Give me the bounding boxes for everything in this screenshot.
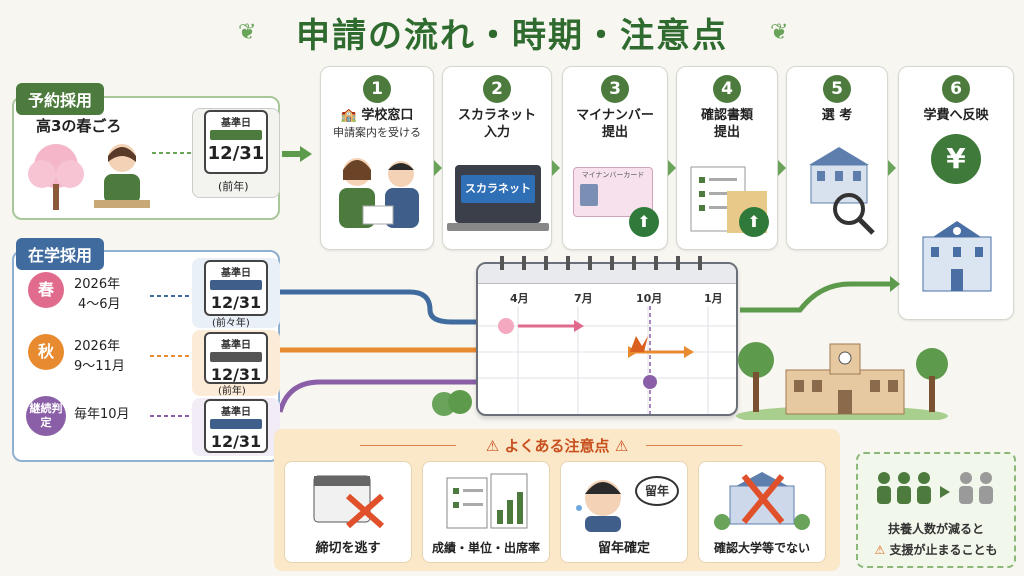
warning-card-grades: 成績・単位・出席率 bbox=[422, 461, 550, 563]
warning-card-deadline: 締切を逃す bbox=[284, 461, 412, 563]
step-4-number: 4 bbox=[713, 75, 741, 103]
leaf-icon: ❦ bbox=[238, 20, 257, 45]
enrolled-label: 在学採用 bbox=[16, 238, 105, 270]
step-1-card: 1 🏫 学校窓口 申請案内を受ける bbox=[320, 66, 434, 250]
reservation-period: 高3の春ごろ bbox=[36, 117, 122, 135]
laptop-icon: スカラネット bbox=[455, 165, 541, 223]
campus-scenery bbox=[736, 342, 948, 420]
step-arrow bbox=[552, 160, 560, 176]
step-3-title-2: 提出 bbox=[601, 125, 628, 140]
documents-icon bbox=[690, 166, 767, 233]
warning-card-university: 確認大学等でない bbox=[698, 461, 826, 563]
month-7: 7月 bbox=[574, 292, 593, 305]
step-arrow bbox=[778, 160, 786, 176]
spring-calendar: 基準日 12/31 bbox=[204, 260, 268, 316]
screening-icon bbox=[809, 147, 875, 235]
dependents-decrease-icon bbox=[877, 472, 993, 504]
step-3-number: 3 bbox=[601, 75, 629, 103]
warnings-panel: ⚠ よくある注意点 ⚠ 締切を逃す 成績・単位・出席率 留年 留年確定 bbox=[274, 429, 840, 571]
cherry-tree-icon bbox=[28, 144, 84, 210]
flow-arrow-shaft bbox=[282, 151, 302, 157]
step-2-number: 2 bbox=[483, 75, 511, 103]
step-3-card: 3 マイナンバー 提出 マイナンバーカード ⬆ bbox=[562, 66, 668, 250]
yen-icon: ¥ bbox=[931, 134, 981, 184]
repeat-bubble: 留年 bbox=[635, 476, 679, 506]
step-arrow bbox=[668, 160, 676, 176]
month-4: 4月 bbox=[510, 292, 529, 305]
reservation-calendar-sub: (前年) bbox=[218, 180, 249, 193]
bush-icon bbox=[432, 390, 472, 416]
step-4-card: 4 確認書類 提出 ⬆ bbox=[676, 66, 778, 250]
step-4-title: 確認書類 bbox=[700, 108, 753, 123]
dependents-note: 扶養人数が減ると ⚠ 支援が止まることも bbox=[856, 452, 1016, 568]
not-eligible-university-icon bbox=[714, 472, 810, 530]
spring-months: 4〜6月 bbox=[78, 297, 121, 312]
school-icon: 🏫 bbox=[340, 108, 357, 123]
warning-icon: ⚠ bbox=[614, 437, 629, 455]
spring-calendar-sub: (前々年) bbox=[212, 318, 250, 329]
month-10: 10月 bbox=[636, 292, 663, 305]
season-badge-autumn: 秋 bbox=[28, 334, 64, 370]
autumn-calendar-sub: (前年) bbox=[218, 386, 246, 397]
timeline-calendar: 4月 7月 10月 1月 bbox=[476, 262, 738, 416]
laptop-screen: スカラネット bbox=[461, 175, 535, 203]
grade-report-icon bbox=[446, 473, 528, 529]
connector-line bbox=[152, 152, 192, 154]
reservation-label: 予約採用 bbox=[16, 83, 105, 115]
note-line-2: ⚠ 支援が止まることも bbox=[874, 543, 998, 557]
step-6-title: 学費へ反映 bbox=[923, 108, 989, 123]
continuation-month: 毎年10月 bbox=[74, 407, 130, 422]
season-badge-spring: 春 bbox=[28, 272, 64, 308]
laptop-base bbox=[447, 223, 549, 231]
university-building-icon bbox=[922, 221, 992, 292]
step-4-title-2: 提出 bbox=[713, 125, 740, 140]
flow-arrow bbox=[300, 146, 312, 162]
month-1: 1月 bbox=[704, 292, 723, 305]
step-arrow bbox=[434, 160, 442, 176]
spring-year: 2026年 bbox=[74, 277, 121, 292]
autumn-calendar: 基準日 12/31 bbox=[204, 332, 268, 384]
continuation-calendar: 基準日 12/31 bbox=[204, 399, 268, 453]
calendar-rings bbox=[500, 256, 720, 270]
warning-icon: ⚠ bbox=[874, 543, 886, 557]
step-6-card: 6 学費へ反映 ¥ bbox=[898, 66, 1014, 320]
upload-icon: ⬆ bbox=[629, 207, 659, 237]
autumn-months: 9〜11月 bbox=[74, 359, 125, 374]
step-5-title: 選 考 bbox=[821, 108, 853, 123]
flow-paths bbox=[280, 276, 900, 413]
missed-deadline-icon bbox=[313, 475, 384, 529]
warning-card-repeat: 留年 留年確定 bbox=[560, 461, 688, 563]
note-line-1: 扶養人数が減ると bbox=[887, 522, 984, 536]
warnings-title-rule bbox=[360, 445, 456, 446]
step-5-number: 5 bbox=[823, 75, 851, 103]
step-1-title: 🏫 学校窓口 bbox=[340, 108, 414, 123]
page-title: 申請の流れ・時期・注意点 bbox=[296, 16, 728, 56]
warnings-title: ⚠ よくある注意点 ⚠ bbox=[485, 437, 629, 455]
step-arrow bbox=[888, 160, 896, 176]
step-2-card: 2 スカラネット 入力 スカラネット bbox=[442, 66, 552, 250]
step-1-number: 1 bbox=[363, 75, 391, 103]
step-2-title-2: 入力 bbox=[483, 125, 510, 140]
autumn-year: 2026年 bbox=[74, 339, 121, 354]
step-3-title: マイナンバー bbox=[576, 108, 654, 123]
step-2-title: スカラネット bbox=[457, 108, 536, 123]
step-6-number: 6 bbox=[942, 75, 970, 103]
enrolled-connector-lines bbox=[150, 295, 194, 417]
step-1-sub: 申請案内を受ける bbox=[333, 126, 421, 139]
reservation-calendar: 基準日 12/31 bbox=[204, 110, 268, 174]
season-badge-continuation: 継続判定 bbox=[26, 396, 66, 436]
step-5-card: 5 選 考 bbox=[786, 66, 888, 250]
upload-icon: ⬆ bbox=[739, 207, 769, 237]
leaf-icon: ❦ bbox=[770, 20, 789, 45]
student-icon bbox=[94, 144, 150, 208]
worried-student-icon bbox=[576, 480, 621, 532]
consultation-icon bbox=[339, 158, 419, 228]
calendar-grid bbox=[478, 306, 736, 414]
warning-icon: ⚠ bbox=[485, 437, 500, 455]
warnings-title-rule bbox=[646, 445, 742, 446]
